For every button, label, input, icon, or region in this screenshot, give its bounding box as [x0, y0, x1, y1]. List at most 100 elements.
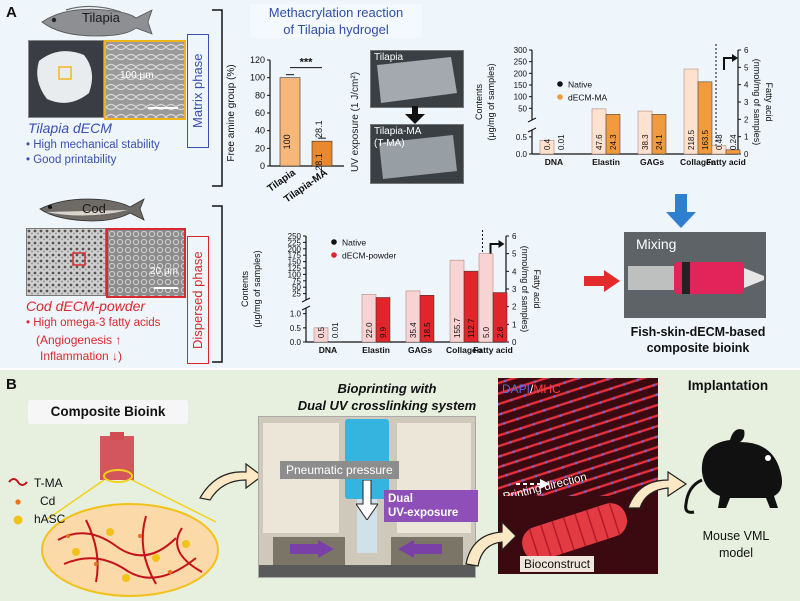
y2-tick-label: 4: [512, 267, 517, 276]
y-tick-label: 20: [255, 143, 265, 153]
legend-tma: T-MA: [34, 476, 63, 490]
x-tick-label: Elastin: [592, 157, 620, 167]
legend-cd: Cd: [40, 494, 56, 508]
dispersed-bracket: [212, 205, 223, 363]
uv-exposure-label: UV exposure (1 J/cm²): [350, 71, 361, 173]
tilapia-dECM-photo: [28, 40, 104, 118]
y-tick-label: 50: [292, 283, 301, 292]
legend-marker: [557, 81, 563, 87]
bar-value-label: 155.7: [453, 317, 462, 338]
y-tick-label: 120: [250, 55, 265, 65]
legend-hasc: hASC: [34, 512, 66, 526]
mouse-model-line1: Mouse VML: [702, 529, 770, 543]
bar-fatty-acid-decm-powder: [492, 292, 508, 343]
y-axis-label: Free amine group (%): [226, 64, 237, 161]
y-tick-label: 80: [255, 90, 265, 100]
cod-dECM-title: Cod dECM-powder: [26, 298, 146, 314]
y-tick-label: 75: [292, 277, 301, 286]
y-axis-label-line2: (μg/mg of samples): [252, 250, 262, 327]
pressure-arrow-icon: [356, 480, 378, 520]
implantation-title: Implantation: [687, 378, 769, 393]
tilapia-bullet-1: • High mechanical stability: [26, 139, 160, 151]
bar-value-label: 47.6: [595, 134, 604, 150]
y-tick-label: 1.0: [290, 310, 302, 319]
bioprinting-title: Bioprinting with Dual UV crosslinking sy…: [292, 380, 482, 414]
bar-value-label: 38.3: [641, 134, 650, 150]
y-tick-label: 0.5: [290, 324, 302, 333]
bar-value-label: 0.01: [331, 322, 340, 338]
y-tick-label: 225: [288, 238, 302, 247]
bar-value-label: 9.9: [379, 326, 388, 338]
bar-value-label: 112.7: [467, 318, 476, 338]
tilapia-bullet-2: • Good printability: [26, 154, 117, 166]
cod-contents-chart: 2550751001251501752002252500.00.51.00123…: [240, 230, 542, 355]
hydrogel-img-bottom-line2: (T-MA): [374, 138, 405, 149]
tilapia-ma-hydrogel-image: [370, 124, 464, 184]
legend-marker: [557, 94, 563, 100]
mixing-syringe-image: [624, 232, 766, 318]
y-tick-label: 150: [288, 258, 302, 267]
right-axis-indicator-icon: [489, 243, 501, 256]
tilapia-contents-chart: 501001502002503000.00.50123456Contents(μ…: [474, 44, 774, 167]
y2-tick-label: 2: [512, 303, 517, 312]
bar-value-label: 5.0: [482, 326, 491, 338]
y-tick-label: 50: [518, 104, 527, 113]
legend-marker: [331, 252, 337, 258]
mixing-down-arrow-icon: [666, 194, 696, 228]
y2-axis-label-line2: (nmol/mg of samples): [752, 59, 762, 146]
bar-value-label: 100: [282, 134, 292, 149]
bar-value-label: 28.1: [314, 153, 324, 171]
x-tick-label: GAGs: [408, 345, 432, 355]
bar-dna-native: [313, 327, 329, 343]
bar-value-label: 218.5: [687, 129, 696, 150]
x-tick-label: Elastin: [362, 345, 390, 355]
y-tick-label: 0: [260, 161, 265, 171]
y2-tick-label: 6: [744, 46, 749, 55]
cod-powder-photo: [26, 228, 106, 296]
tilapia-sem-image: [104, 40, 186, 120]
right-axis-indicator-icon: [723, 57, 734, 70]
y2-tick-label: 2: [744, 115, 749, 124]
panel-a-label: A: [6, 4, 17, 21]
cod-effect-1: (Angiogenesis ↑: [36, 333, 122, 347]
bioink-diagram: [41, 432, 219, 597]
bioconstruct-curved-arrow-icon: [465, 520, 517, 567]
implant-curved-arrow-icon: [627, 470, 688, 509]
tilapia-hydrogel-image: [370, 50, 464, 108]
bar-gags-decm-ma: [651, 114, 667, 155]
tilapia-name: Tilapia: [82, 10, 120, 25]
y-tick-label: 150: [514, 81, 528, 90]
cod-bullet-1: • High omega-3 fatty acids: [26, 317, 161, 329]
bar-value-label: 24.1: [655, 134, 664, 150]
y2-axis-label-line1: Fatty acid: [764, 82, 774, 121]
y-tick-label: 250: [288, 232, 302, 241]
bioink-label-line1: Fish-skin-dECM-based: [630, 325, 766, 339]
hydrogel-img-bottom-label: Tilapia-MA (T-MA): [374, 126, 421, 150]
y2-tick-label: 0: [744, 150, 749, 159]
y-tick-label: 250: [514, 58, 528, 67]
dapi-mhc-image: [498, 378, 658, 496]
axis-break-mark: [301, 297, 311, 311]
dual-uv-label: Dual UV-exposure: [384, 490, 478, 522]
y2-tick-label: 1: [512, 320, 517, 329]
printing-direction-arrow-icon: [516, 479, 550, 489]
stain-label: DAPI/MHC: [502, 382, 561, 396]
stain-mhc: MHC: [533, 382, 561, 396]
hydrogel-img-top-label: Tilapia: [374, 52, 404, 63]
y-tick-label: 0.0: [290, 338, 302, 347]
y2-axis-label-line1: Fatty acid: [532, 269, 542, 308]
tilapia-scale-bar: 100 μm: [120, 70, 154, 81]
right-axis-arrow-icon: [732, 54, 738, 62]
y-tick-label: 40: [255, 126, 265, 136]
significance-stars: ***: [300, 57, 314, 69]
bar-value-label: 0.48: [715, 134, 724, 150]
y-axis-label-line1: Contents: [474, 83, 484, 120]
bar-value-label: 24.3: [609, 134, 618, 150]
legend-native: Native: [342, 238, 366, 248]
y-tick-label: 100: [250, 73, 265, 83]
stain-separator: /: [530, 382, 534, 396]
bioink-label-line2: composite bioink: [646, 341, 750, 355]
tilapia-fish-illustration: [41, 5, 153, 37]
x-tick-label: Collagen: [680, 157, 716, 167]
